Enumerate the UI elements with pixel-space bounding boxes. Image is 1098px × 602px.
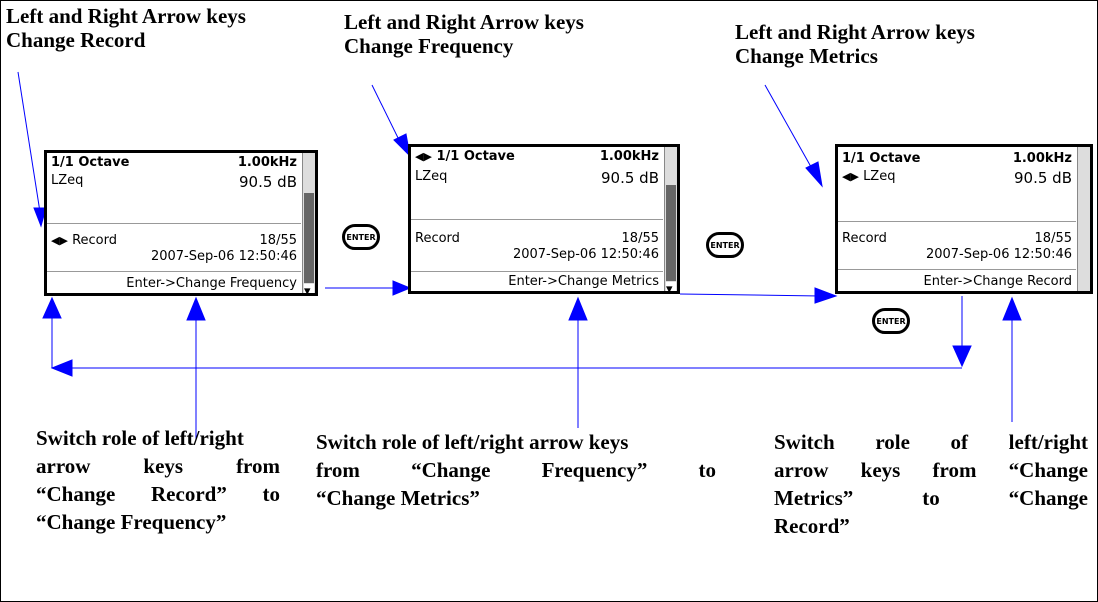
note2-line-3: “Change Metrics” [316,486,480,510]
scrollbar: ▾ [664,147,677,291]
pointer-line-record [17,71,41,213]
caption-3-line-1: Left and Right Arrow keys [735,20,975,44]
record-count: 18/55 [259,233,297,248]
band-row: ◀▶ 1/1 Octave [415,149,659,164]
enter-key-icon: ENTER [342,224,380,250]
timestamp: 2007-Sep-06 12:50:46 [512,247,659,262]
metric-label: LZeq [51,173,84,188]
meter-screen-metric: 1/1 Octave 1.00kHz ◀▶ LZeq 90.5 dB Recor… [835,144,1093,294]
caption-3-line-2: Change Metrics [735,44,878,68]
pointer-head-metric [805,161,823,188]
note1-line-3: “Change Record” to [36,482,280,506]
caption-1-line-2: Change Record [6,28,146,52]
softkey-hint: Enter->Change Record [923,274,1072,289]
divider [838,269,1076,270]
pointer-line-metric [764,84,816,175]
left-right-arrow-icon: ◀▶ [842,170,859,183]
metric-label: LZeq [863,169,896,184]
scroll-thumb [304,193,314,283]
note1-line-4: “Change Frequency” [36,510,227,534]
note-metrics-to-record: Switch role of left/right arrow keys fro… [774,428,1088,540]
scroll-down-icon: ▾ [666,282,676,291]
flow-head-2 [814,287,838,304]
level-value: 90.5 dB [1014,169,1072,187]
record-label: Record [72,233,117,248]
frequency-value: 1.00kHz [599,149,659,164]
note2-line-2: from “Change Frequency” to [316,458,716,482]
loop-head-back [50,359,73,377]
caption-2-line-1: Left and Right Arrow keys [344,10,584,34]
scrollbar: ▾ [302,153,315,293]
frequency-value: 1.00kHz [1012,151,1072,166]
left-right-arrow-icon: ◀▶ [415,150,432,163]
note3-line-4: Record” [774,514,850,538]
caption-change-frequency: Left and Right Arrow keys Change Frequen… [344,10,674,58]
timestamp: 2007-Sep-06 12:50:46 [925,247,1072,262]
meter-screen-record: 1/1 Octave 1.00kHz LZeq 90.5 dB ◀▶ Recor… [44,150,318,296]
record-row: ◀▶ Record [51,233,297,248]
scrollbar [1077,147,1090,291]
note-frequency-to-metrics: Switch role of left/right arrow keys fro… [316,428,716,512]
note3-line-3: Metrics” to “Change [774,486,1088,510]
note2-pointer-head [568,296,588,321]
left-right-arrow-icon: ◀▶ [51,234,68,247]
enter-key-icon: ENTER [872,308,910,334]
divider [838,221,1076,222]
flow-head-1 [392,280,412,296]
record-label: Record [415,231,460,246]
divider [411,271,663,272]
pointer-head-record [33,207,47,228]
divider [47,223,301,224]
loop-head-up [42,296,62,319]
note1-line-1: Switch role of left/right [36,426,244,450]
note2-line-1: Switch role of left/right arrow keys [316,430,629,454]
level-value: 90.5 dB [239,173,297,191]
caption-2-line-2: Change Frequency [344,34,514,58]
note3-line-2: arrow keys from “Change [774,458,1088,482]
band-label: 1/1 Octave [436,149,515,164]
loop-head-down [952,345,972,368]
note1-pointer-head [186,296,206,321]
divider [47,271,301,272]
note1-line-2: arrow keys from [36,454,280,478]
metric-row: ◀▶ LZeq [842,169,1072,184]
timestamp: 2007-Sep-06 12:50:46 [150,249,297,264]
record-count: 18/55 [621,231,659,246]
band-label: 1/1 Octave [51,155,130,170]
flow-line-2 [679,293,821,297]
meter-screen-frequency: ◀▶ 1/1 Octave 1.00kHz LZeq 90.5 dB Recor… [408,144,680,294]
pointer-line-frequency [371,84,403,147]
note3-pointer-head [1002,296,1022,321]
caption-change-metrics: Left and Right Arrow keys Change Metrics [735,20,1075,68]
level-value: 90.5 dB [601,169,659,187]
softkey-hint: Enter->Change Frequency [126,276,297,291]
caption-change-record: Left and Right Arrow keys Change Record [6,4,336,52]
divider [411,219,663,220]
band-label: 1/1 Octave [842,151,921,166]
note3-line-1: Switch role of left/right [774,430,1088,454]
metric-label: LZeq [415,169,448,184]
caption-1-line-1: Left and Right Arrow keys [6,4,246,28]
scroll-down-icon: ▾ [304,284,314,293]
note-record-to-frequency: Switch role of left/right arrow keys fro… [36,424,280,536]
enter-key-icon: ENTER [706,232,744,258]
scroll-thumb [666,185,676,281]
record-count: 18/55 [1034,231,1072,246]
record-label: Record [842,231,887,246]
frequency-value: 1.00kHz [237,155,297,170]
softkey-hint: Enter->Change Metrics [508,274,659,289]
